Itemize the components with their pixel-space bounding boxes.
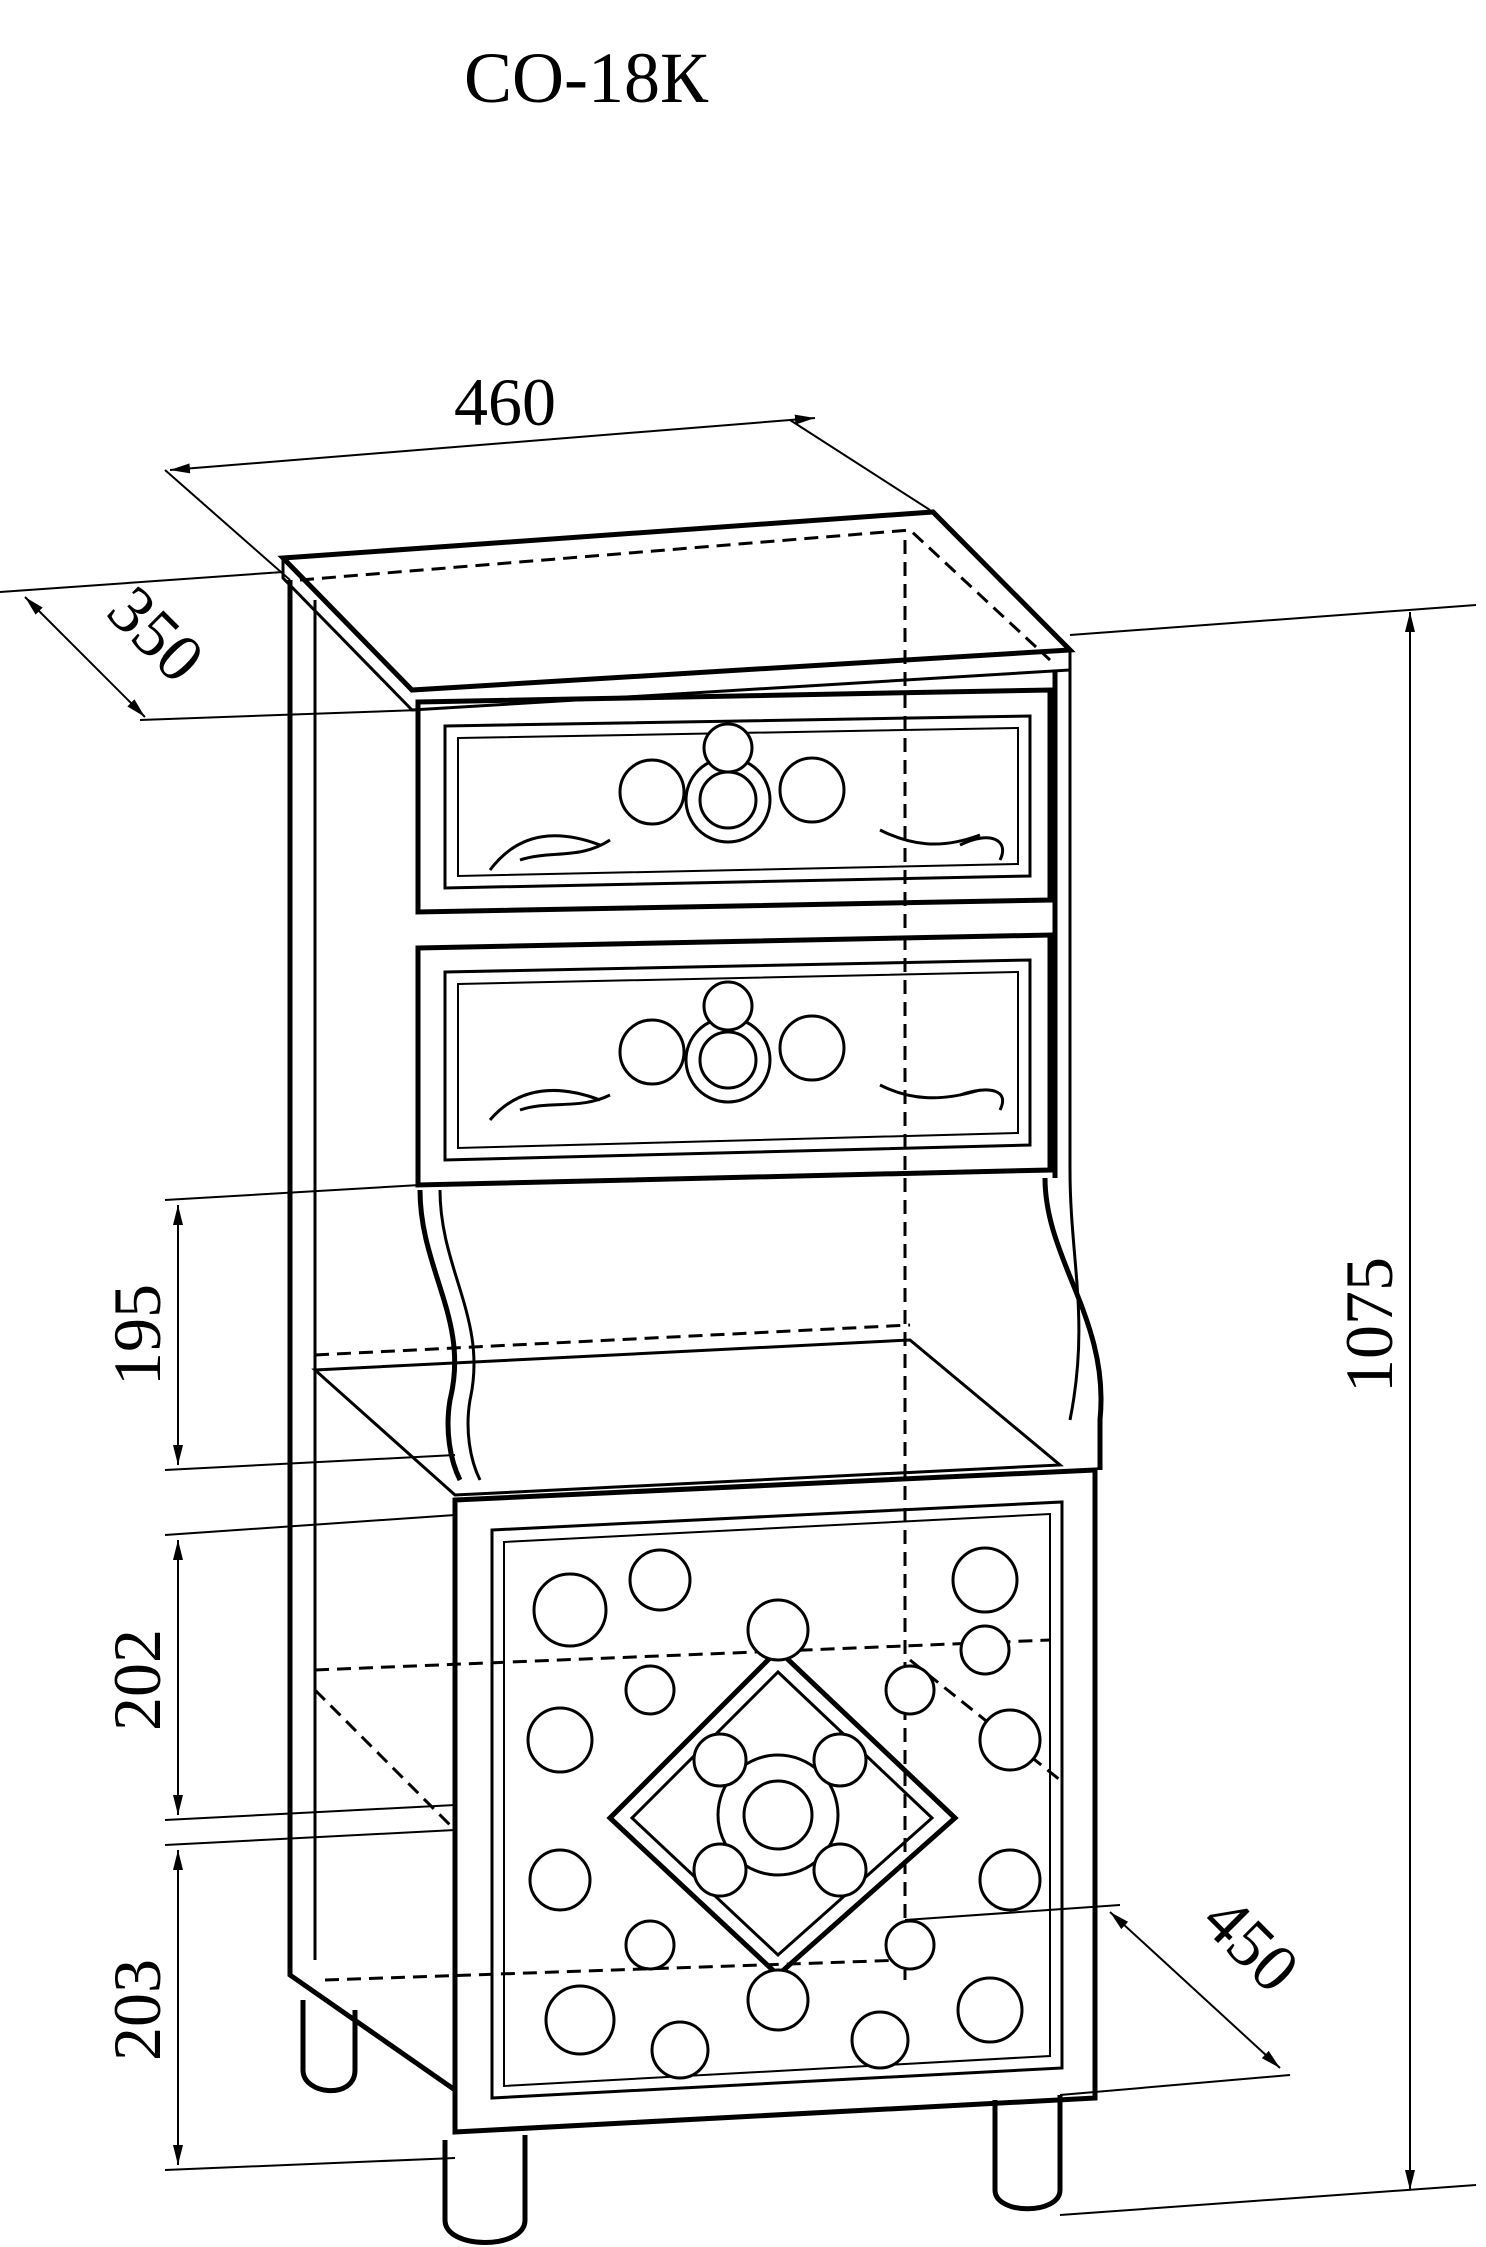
- middle-drawer: [415, 932, 1053, 1188]
- dim-depth-bottom-label: 450: [1188, 1881, 1314, 2007]
- dim-shelf-lower-label: 203: [99, 1959, 175, 2061]
- drawer-ornament-top: [488, 722, 1004, 871]
- dim-shelf-middle: 202: [99, 1514, 456, 1821]
- ornamented-door: [452, 1467, 1098, 2135]
- dim-width-label: 460: [454, 364, 556, 440]
- dim-shelf-middle-label: 202: [99, 1629, 175, 1731]
- cabinet-body: [277, 509, 1104, 2093]
- dim-depth-top: 350: [0, 571, 421, 721]
- dim-depth-top-label: 350: [93, 571, 219, 697]
- dim-height-total: 1075: [1059, 604, 1477, 2216]
- dim-shelf-lower: 203: [99, 1829, 456, 2171]
- legs: [300, 2000, 1063, 2245]
- dim-shelf-upper: 195: [99, 1184, 456, 1471]
- open-shelf: [311, 1323, 1064, 1832]
- drawer-ornament-middle: [488, 980, 1004, 1121]
- dim-height-total-label: 1075: [1331, 1257, 1407, 1393]
- dim-width: 460: [164, 364, 931, 581]
- dim-shelf-upper-label: 195: [99, 1284, 175, 1386]
- model-title: СО-18К: [464, 38, 709, 118]
- top-drawer: [415, 687, 1053, 915]
